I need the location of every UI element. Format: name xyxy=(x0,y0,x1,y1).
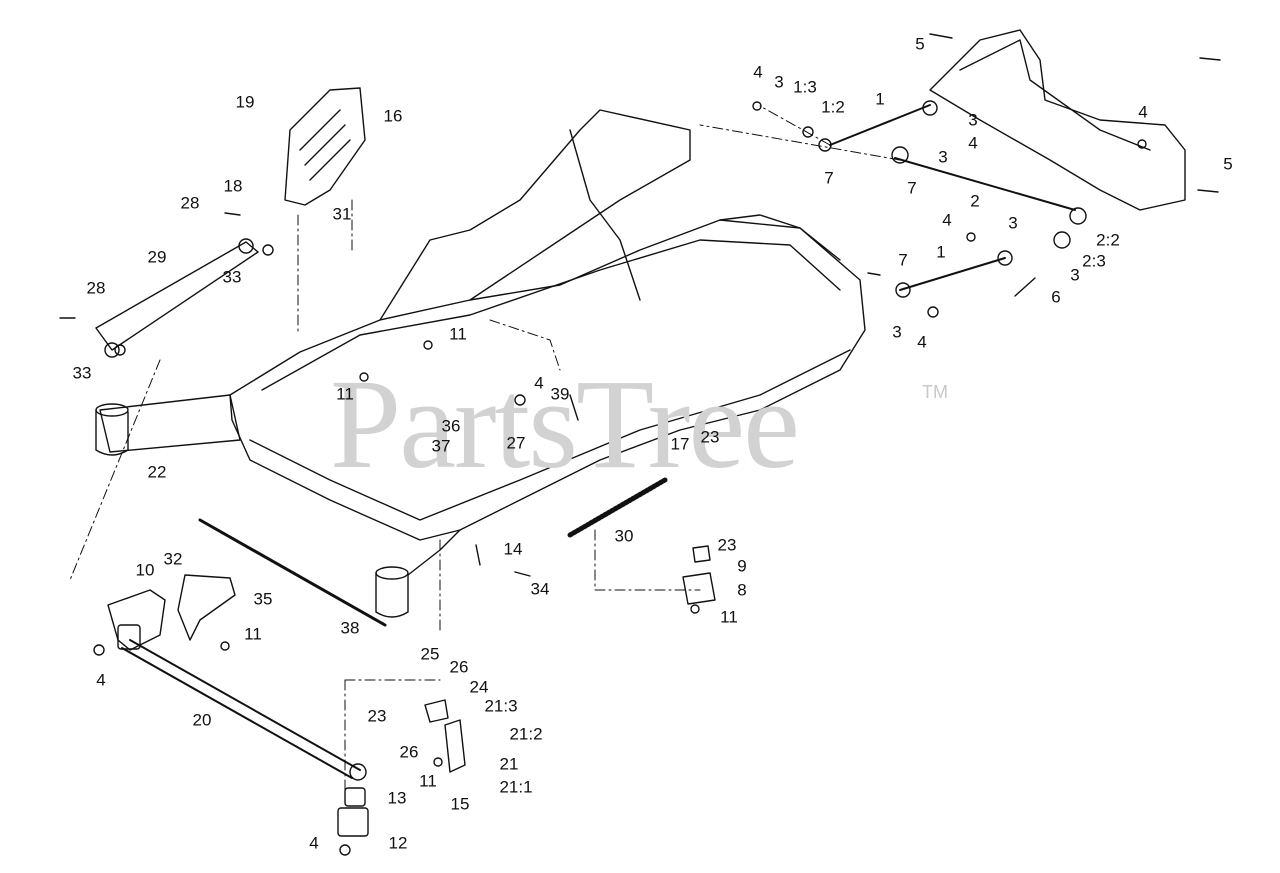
callout-label: 11 xyxy=(336,384,354,404)
callout-label: 3 xyxy=(938,147,948,167)
callout-label: 14 xyxy=(503,539,523,559)
callout-label: 21:2 xyxy=(509,724,543,744)
arm-29 xyxy=(95,241,259,351)
callout-label: 16 xyxy=(383,106,403,126)
rod-35 xyxy=(198,518,387,627)
callout-label: 11 xyxy=(244,624,262,644)
callout-label: 4 xyxy=(1138,102,1148,122)
link-1-upper xyxy=(829,104,931,146)
callout-label: 2 xyxy=(970,191,980,211)
callout-label: 4 xyxy=(968,133,978,153)
callout-label: 4 xyxy=(942,210,952,230)
callout-label: 7 xyxy=(824,168,834,188)
callout-label: 2:3 xyxy=(1082,251,1106,271)
callout-label: 8 xyxy=(737,580,747,600)
callout-label: 33 xyxy=(222,267,242,287)
callout-label: 13 xyxy=(387,788,407,808)
callout-label: 21:3 xyxy=(484,696,518,716)
callout-label: 18 xyxy=(223,176,243,196)
spring-30 xyxy=(567,477,668,538)
callout-label: 11 xyxy=(419,771,437,791)
trademark-symbol: TM xyxy=(922,382,948,402)
callout-label: 3 xyxy=(892,322,902,342)
callout-label: 30 xyxy=(614,526,634,546)
callout-label: 7 xyxy=(907,178,917,198)
bracket-10 xyxy=(107,589,166,651)
callout-label: 23 xyxy=(367,706,387,726)
callout-label: 2:2 xyxy=(1096,230,1120,250)
callout-label: 21 xyxy=(499,754,519,774)
callout-label: 28 xyxy=(180,193,200,213)
callout-label: 11 xyxy=(720,607,738,627)
callout-label: 23 xyxy=(717,535,737,555)
callout-label: 4 xyxy=(534,373,544,393)
callout-label: 20 xyxy=(192,710,212,730)
callout-label: 3 xyxy=(1070,265,1080,285)
callout-label: 35 xyxy=(253,589,273,609)
callout-label: 15 xyxy=(450,794,470,814)
rear-frame xyxy=(929,29,1186,211)
callout-label: 3 xyxy=(1008,213,1018,233)
front-cross-tube xyxy=(99,394,241,453)
callout-label: 23 xyxy=(700,427,720,447)
callout-label: 34 xyxy=(530,579,550,599)
callout-label: 4 xyxy=(96,670,106,690)
callout-label: 4 xyxy=(917,332,927,352)
callout-label: 5 xyxy=(1223,154,1233,174)
bracket-12 xyxy=(337,807,369,837)
callout-label: 36 xyxy=(441,416,461,436)
bracket-32 xyxy=(177,574,236,641)
callout-label: 11 xyxy=(449,324,467,344)
callout-label: 12 xyxy=(388,833,408,853)
callout-label: 26 xyxy=(399,742,419,762)
callout-label: 33 xyxy=(72,363,92,383)
callout-label: 39 xyxy=(550,384,570,404)
callout-label: 1 xyxy=(875,89,885,109)
callout-label: 38 xyxy=(340,618,360,638)
callout-label: 1:2 xyxy=(821,97,845,117)
callout-label: 27 xyxy=(506,433,526,453)
bracket-16 xyxy=(284,87,366,206)
callout-label: 9 xyxy=(737,556,747,576)
rod-20 xyxy=(129,639,361,771)
partstree-watermark: PartsTree xyxy=(330,353,800,495)
callout-label: 4 xyxy=(753,62,763,82)
link-1-lower xyxy=(899,257,1006,291)
callout-label: 26 xyxy=(449,657,469,677)
callout-label: 1:3 xyxy=(793,77,817,97)
callout-label: 32 xyxy=(163,549,183,569)
callout-label: 37 xyxy=(431,436,451,456)
main-frame xyxy=(229,219,866,541)
callout-label: 4 xyxy=(309,833,319,853)
callout-label: 31 xyxy=(332,204,352,224)
link-21 xyxy=(444,719,466,773)
link-2 xyxy=(894,157,1076,211)
callout-label: 21:1 xyxy=(499,777,533,797)
bracket-8 xyxy=(682,572,716,605)
callout-label: 25 xyxy=(420,644,440,664)
callout-label: 22 xyxy=(147,462,167,482)
callout-label: 10 xyxy=(135,560,155,580)
callout-label: 17 xyxy=(670,434,690,454)
callout-label: 3 xyxy=(774,72,784,92)
callout-label: 28 xyxy=(86,278,106,298)
callout-label: 5 xyxy=(915,34,925,54)
callout-label: 3 xyxy=(968,110,978,130)
callout-label: 6 xyxy=(1051,287,1061,307)
callout-label: 19 xyxy=(235,92,255,112)
callout-label: 7 xyxy=(898,250,908,270)
callout-label: 29 xyxy=(147,247,167,267)
callout-label: 24 xyxy=(469,677,489,697)
callout-label: 1 xyxy=(936,242,946,262)
